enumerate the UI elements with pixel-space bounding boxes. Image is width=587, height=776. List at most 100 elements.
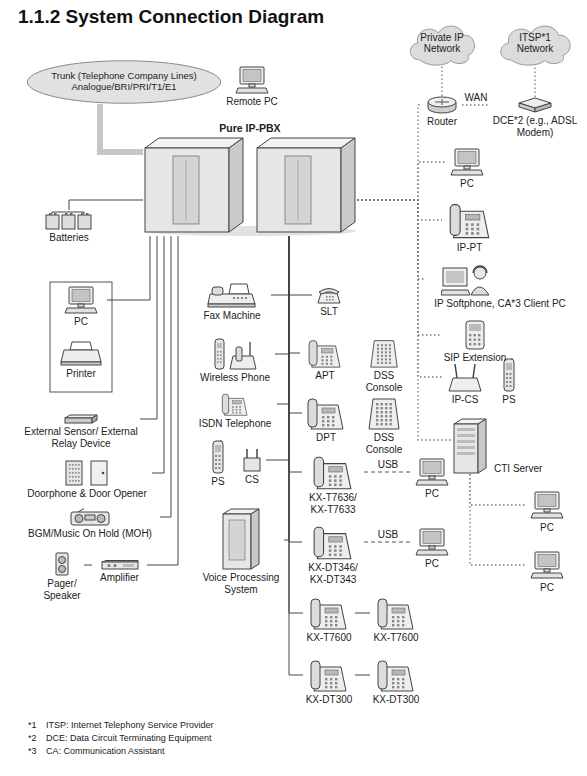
connector [140,236,157,419]
device-node: PC [55,286,107,328]
connector [84,565,92,566]
server-icon [452,418,488,474]
device-node: PC [447,148,487,190]
node-label: SLT [312,306,346,318]
slt-icon [316,286,342,304]
phone-icon [309,658,349,692]
node-label: PS [205,476,231,488]
node-label: KX-T7600 [370,632,422,644]
node-label: CTI Server [494,463,542,475]
device-node: Trunk (Telephone Company Lines) Analogue… [26,60,222,104]
node-label: External Sensor/ External Relay Device [22,426,140,449]
batteries-icon [44,210,94,230]
node-label: PS [496,394,522,406]
node-label: Fax Machine [193,310,271,322]
node-label: BGM/Music On Hold (MOH) [20,528,160,540]
connector [364,542,412,543]
node-label: Pager/ Speaker [40,578,84,601]
footnote-mark: *1 [28,720,37,730]
node-label: Pure IP-PBX [143,122,357,134]
node-label: Batteries [38,232,100,244]
connector [289,236,303,675]
pc-icon [530,490,564,520]
footnote-text: DCE: Data Circuit Terminating Equipment [46,733,211,743]
connector [470,474,527,565]
cs-icon [241,448,263,472]
device-node: Batteries [38,210,100,244]
node-label: PC [527,522,567,534]
connector [160,236,171,517]
node-label: PC [412,558,452,570]
pc-icon [235,66,269,94]
device-node: KX-T7600 [303,596,355,644]
device-node: KX-T7636/ KX-T7633 [302,454,364,515]
connector [357,200,442,377]
pc-icon [415,458,449,486]
phone-icon [376,596,416,630]
device-node: BGM/Music On Hold (MOH) [20,508,160,540]
dss-icon [366,396,402,430]
footnote-text: CA: Communication Assistant [46,746,165,756]
connector [284,236,289,540]
pc-icon [530,550,564,580]
node-label: KX-DT300 [303,694,355,706]
connector [100,104,143,152]
node-label: Router [422,116,462,128]
edge-label: USB [377,459,400,471]
connector [357,200,440,335]
connector [271,236,289,295]
wireless-icon [212,338,258,370]
phone-icon [219,392,251,416]
device-node: CTI Server [452,418,567,474]
device-node: PS [205,440,231,488]
device-node: Printer [55,340,107,380]
device-node: KX-DT346/ KX-DT343 [302,524,364,585]
device-node: Remote PC [226,66,278,108]
connector [355,613,370,614]
node-label: CS [238,474,266,486]
connector [289,236,302,413]
device-node: Pure IP-PBX [143,122,357,236]
device-node: KX-T7600 [370,596,422,644]
device-node: APT [300,338,350,382]
node-label: ITSP*1 Network [505,32,565,55]
edge-label: USB [377,529,400,541]
device-node: Router [422,96,462,128]
dss-icon [367,338,401,368]
node-label: Printer [55,368,107,380]
sip-icon [463,320,487,350]
node-label: IP-CS [442,394,488,406]
fax-icon [207,282,257,308]
node-label: Private IP Network [415,32,469,55]
connector [277,236,289,404]
connector [364,472,412,473]
footnote-text: ITSP: Internet Telephony Service Provide… [46,720,213,730]
node-label: IP Softphone, CA*3 Client PC [425,298,575,310]
device-node: KX-DT300 [303,658,355,706]
connector [357,105,422,200]
vps-icon [221,508,261,570]
device-node: PC [412,458,452,500]
amp-icon [101,560,139,570]
connector [289,236,302,542]
connector [289,236,303,613]
ps-icon [211,440,225,474]
connector [357,200,425,279]
connector [355,675,370,676]
node-label: KX-T7636/ KX-T7633 [302,492,364,515]
printer-icon [60,340,102,366]
device-node: Voice Processing System [198,508,284,595]
node-label: SIP Extension [440,352,510,364]
node-label: Trunk (Telephone Company Lines) Analogue… [48,71,200,93]
diagram-title: 1.1.2 System Connection Diagram [18,6,324,28]
device-node: DSS Console [354,396,414,455]
device-node: IP-CS [442,362,488,406]
connector [147,236,178,565]
footnote-mark: *3 [28,746,37,756]
phone-icon [305,338,345,368]
phone-icon [309,596,349,630]
router-icon [427,96,457,114]
node-label: DSS Console [354,432,414,455]
node-label: IP-PT [442,242,497,254]
device-node: SIP Extension [440,320,510,364]
